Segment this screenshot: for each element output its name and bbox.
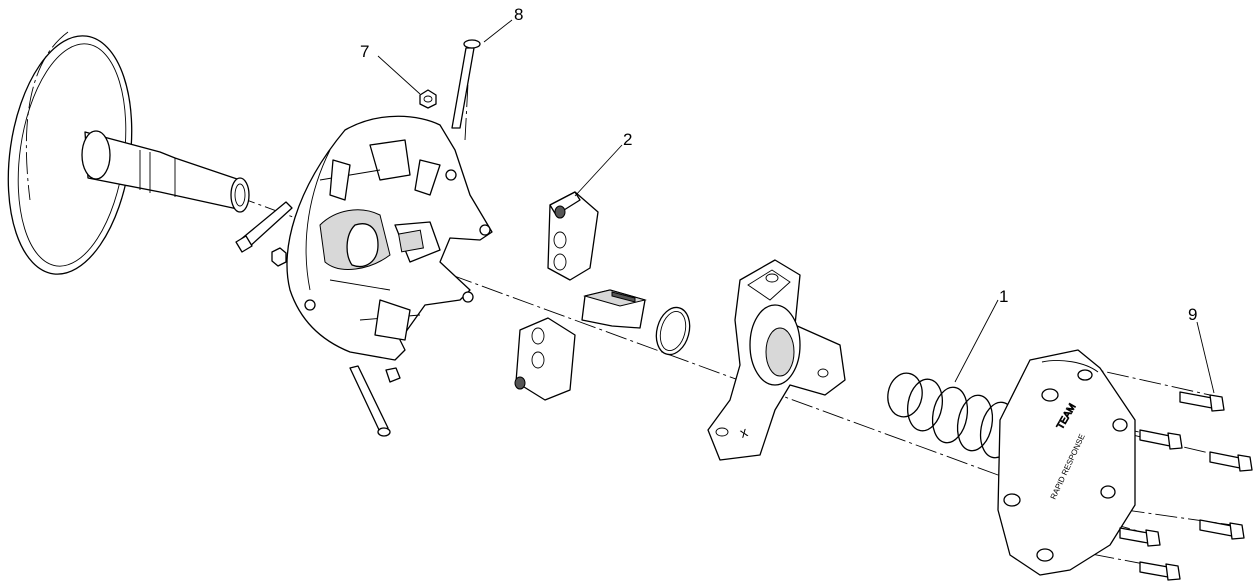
spider-housing [286,115,493,361]
cover-bolt [1179,391,1225,412]
cover-bolts [1119,391,1253,581]
cover-bolt [1199,519,1245,540]
cover-bolt [1119,527,1161,547]
callout-7: 7 [360,42,369,61]
snap-ring [655,306,691,356]
bushing-block [581,289,647,329]
bolt-axis-line-a [1074,364,1211,396]
callout-8: 8 [514,5,523,24]
callout-9: 9 [1188,305,1197,324]
lower-bolt [349,365,391,437]
leader-line-2 [574,144,623,197]
tower-bolt [235,201,293,253]
callout-1: 1 [999,287,1008,306]
cover-bolt [1139,561,1181,581]
leader-line-9 [1196,321,1215,394]
cover-plate: TEAM RAPID RESPONSE [997,349,1136,576]
center-axis-line [109,149,1081,506]
housing-nut [271,247,287,267]
long-pin [451,39,481,129]
leader-line-7 [377,55,421,95]
drive-spider: x [707,259,846,461]
cover-bolt [1209,451,1253,472]
cover-bolt [1139,429,1183,450]
roller-weight [547,191,599,281]
lock-nut [419,89,437,109]
callout-2: 2 [623,130,632,149]
leader-line-8 [483,19,513,43]
roller-weight-lower [514,317,576,401]
sheave-disc [7,31,250,275]
lower-nut [385,367,401,383]
leader-line-1 [954,299,999,383]
